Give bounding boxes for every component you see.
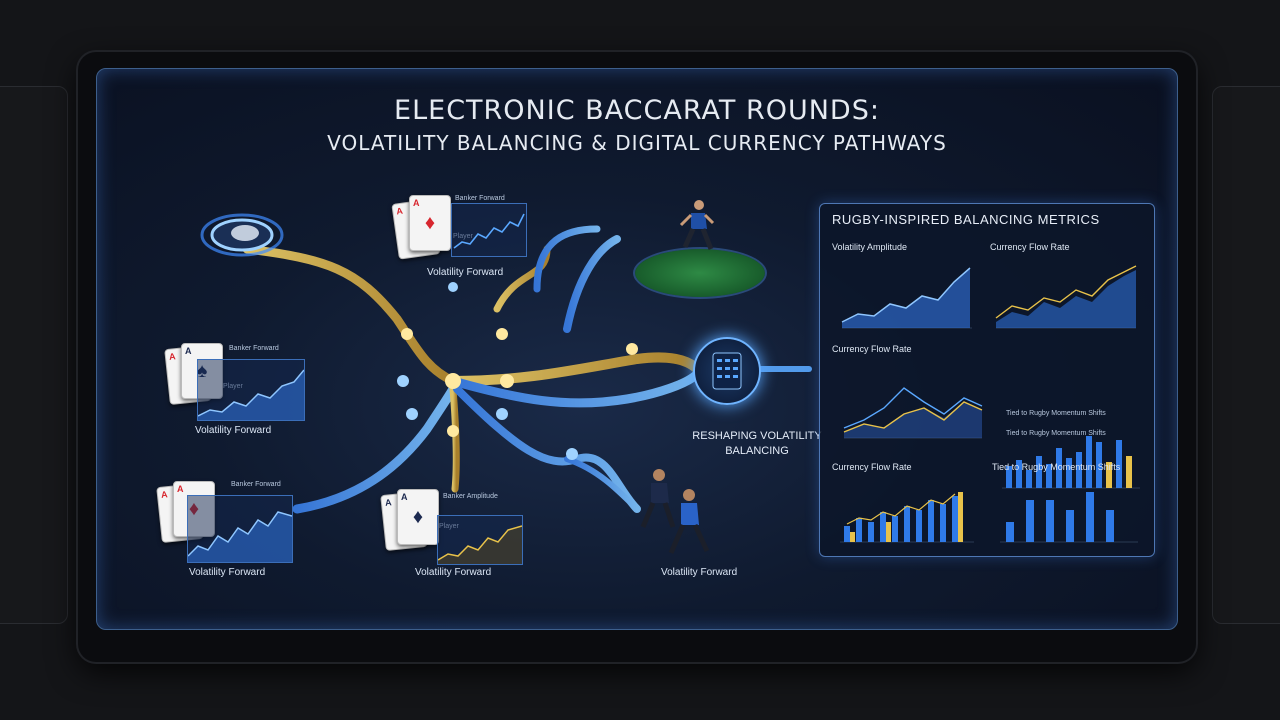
flow-network	[242, 225, 812, 514]
banker-forward-label: Banker Forward	[455, 195, 505, 202]
chart-title: Currency Flow Rate	[990, 242, 1070, 252]
main-title: ELECTRONIC BACCARAT ROUNDS:	[394, 95, 880, 126]
node-left	[397, 375, 409, 387]
bar-chart	[1000, 492, 1138, 543]
node-center	[445, 373, 461, 389]
volatility-forward-label: Volatility Forward	[195, 425, 272, 436]
chart-currency-flow-2: Currency Flow Rate	[832, 344, 1002, 448]
left-wall-panel	[0, 86, 68, 624]
path-center-hub-2	[448, 369, 702, 408]
rugby-field-icon	[633, 247, 767, 299]
node-bottom-right	[566, 448, 578, 460]
volatility-forward-label: Volatility Forward	[415, 567, 492, 578]
mini-area-chart	[187, 495, 293, 563]
path-bottom-right	[453, 385, 641, 513]
node-far-right	[626, 343, 638, 355]
playing-card: A♦	[397, 489, 439, 545]
node-lower-mid	[447, 425, 459, 437]
path-bottom-left	[292, 384, 458, 514]
panel-title: RUGBY-INSPIRED BALANCING METRICS	[832, 212, 1100, 227]
path-field	[533, 225, 601, 293]
chart-currency-flow-1: Currency Flow Rate	[990, 242, 1142, 338]
mini-area-chart	[197, 359, 305, 421]
path-center-hub	[448, 352, 702, 386]
path-top-right	[563, 235, 621, 333]
display-screen: ELECTRONIC BACCARAT ROUNDS: VOLATILITY B…	[96, 68, 1178, 630]
bar-chart	[840, 492, 974, 543]
area-chart	[841, 267, 972, 329]
mini-line-chart	[437, 515, 523, 565]
bar-chart	[1002, 436, 1140, 489]
volatility-forward-label: Volatility Forward	[189, 567, 266, 578]
node-lower-right	[496, 408, 508, 420]
banker-forward-label: Banker Forward	[231, 481, 281, 488]
node-upper-left	[401, 328, 413, 340]
hub-label-line2: BALANCING	[725, 445, 789, 457]
legend-item-blue: Tied to Rugby Momentum Shifts	[1006, 410, 1106, 417]
rugby-ball-icon	[200, 213, 284, 257]
grid-display-icon	[712, 352, 742, 390]
path-ball-center	[242, 244, 458, 386]
banker-forward-label: Banker Forward	[229, 345, 279, 352]
legend-item-gold: Tied to Rugby Momentum Shifts	[1006, 430, 1106, 437]
area-chart	[995, 265, 1137, 329]
hub-label-line1: RESHAPING VOLATILITY	[692, 430, 822, 442]
node-upper-right	[496, 328, 508, 340]
node-lower-left	[406, 408, 418, 420]
chart-volatility-amplitude: Volatility Amplitude	[832, 242, 978, 338]
path-bottom-mid	[449, 385, 460, 493]
playing-card: A♦	[409, 195, 451, 251]
mini-line-chart	[451, 203, 527, 257]
chart-title: Currency Flow Rate	[832, 462, 912, 472]
right-wall-panel	[1212, 86, 1280, 624]
node-top	[448, 282, 458, 292]
balancing-hub	[693, 337, 761, 405]
chart-currency-flow-3: Currency Flow Rate	[832, 462, 978, 552]
banker-amplitude-label: Banker Amplitude	[443, 493, 498, 500]
hub-label: RESHAPING VOLATILITY BALANCING	[677, 429, 837, 459]
main-subtitle: VOLATILITY BALANCING & DIGITAL CURRENCY …	[327, 131, 947, 155]
chart-title: Tied to Rugby Momentum Shifts	[992, 462, 1121, 472]
volatility-forward-label: Volatility Forward	[427, 267, 504, 278]
chart-title: Currency Flow Rate	[832, 344, 912, 354]
rugby-player-icon	[679, 200, 715, 250]
chart-momentum-bars	[994, 392, 1144, 498]
rugby-runners-icon	[640, 469, 710, 554]
line-chart	[843, 387, 983, 439]
metrics-panel: RUGBY-INSPIRED BALANCING METRICS Volatil…	[819, 203, 1155, 557]
chart-title: Volatility Amplitude	[832, 242, 908, 252]
node-right	[500, 374, 514, 388]
volatility-forward-label: Volatility Forward	[661, 567, 738, 578]
path-runners	[564, 456, 640, 512]
chart-rugby-momentum: Tied to Rugby Momentum Shifts	[992, 462, 1142, 552]
